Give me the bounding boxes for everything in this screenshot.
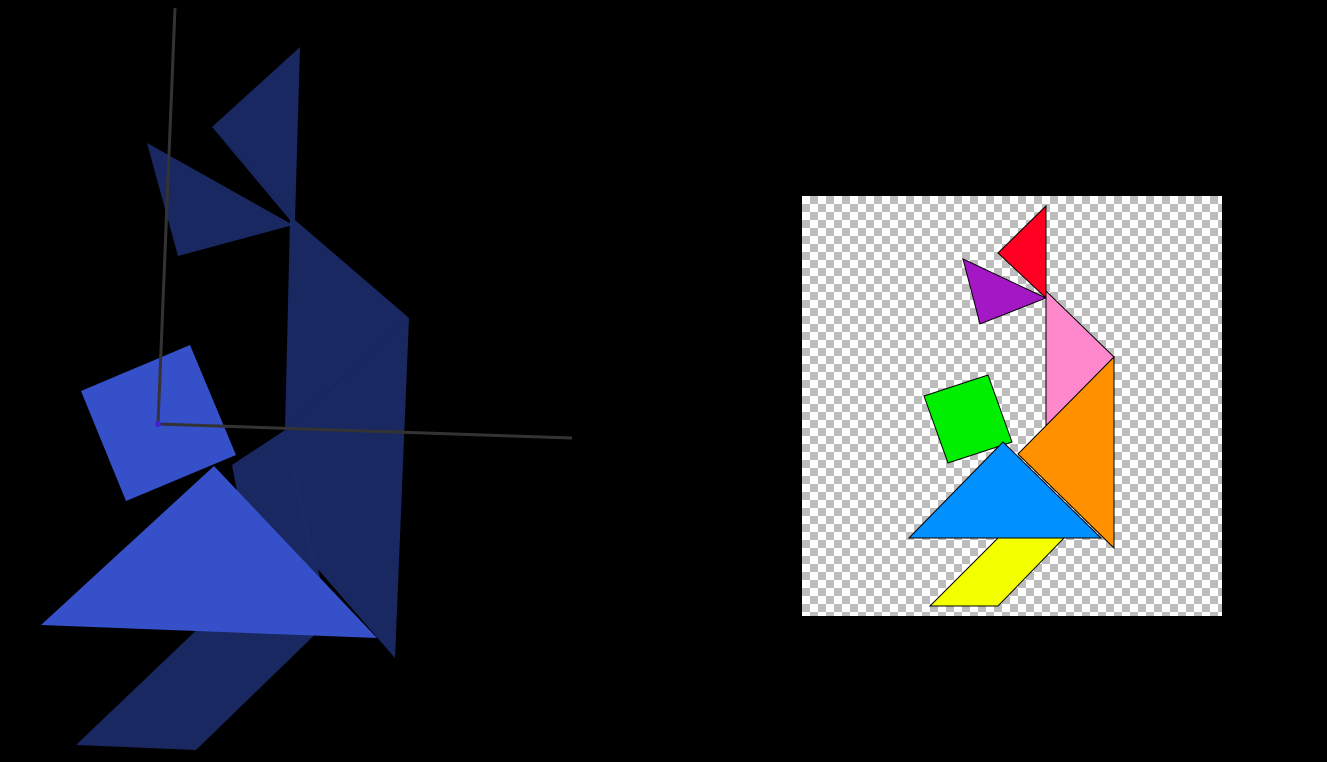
axis-y-line [156, 7, 177, 425]
axis-origin-marker [155, 421, 161, 427]
tangram-piece-large-triangle-front[interactable] [41, 466, 377, 638]
target-piece-large-triangle-orange [1017, 355, 1115, 550]
target-shape-svg [907, 204, 1115, 607]
tangram-piece-small-triangle[interactable] [147, 143, 293, 256]
target-piece-square-green [923, 374, 1013, 464]
tangram-piece-large-triangle-back[interactable] [212, 127, 409, 430]
tangram-piece-large-triangle[interactable] [285, 318, 409, 658]
target-shape-panel [802, 196, 1222, 616]
tangram-piece-medium-triangle[interactable] [212, 47, 300, 220]
target-piece-small-triangle-purple [962, 258, 1048, 325]
target-piece-small-triangle-red [997, 204, 1047, 300]
axis-x-line [157, 422, 573, 440]
target-piece-parallelogram-yellow [928, 537, 1066, 607]
